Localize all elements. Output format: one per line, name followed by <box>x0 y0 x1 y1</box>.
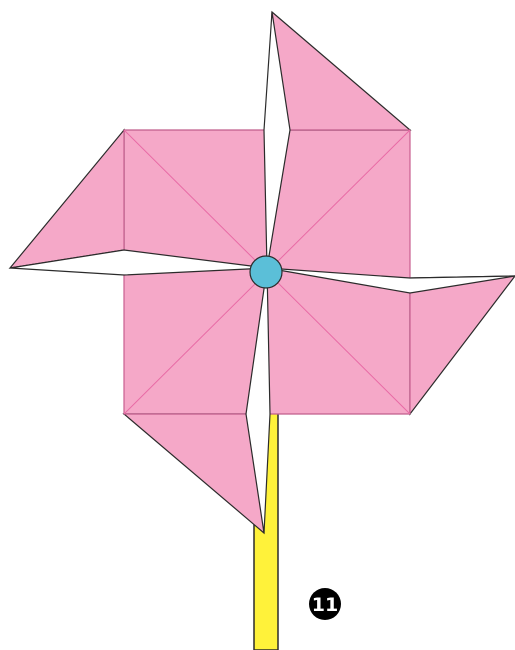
blade-bottom <box>124 414 264 533</box>
blade-left <box>10 130 124 268</box>
pinwheel-icon <box>10 12 515 533</box>
center-pin-icon <box>250 256 282 288</box>
step-number-badge: 11 <box>309 588 341 620</box>
blade-top <box>267 12 410 130</box>
step-number: 11 <box>312 594 338 616</box>
blade-right <box>410 276 515 414</box>
